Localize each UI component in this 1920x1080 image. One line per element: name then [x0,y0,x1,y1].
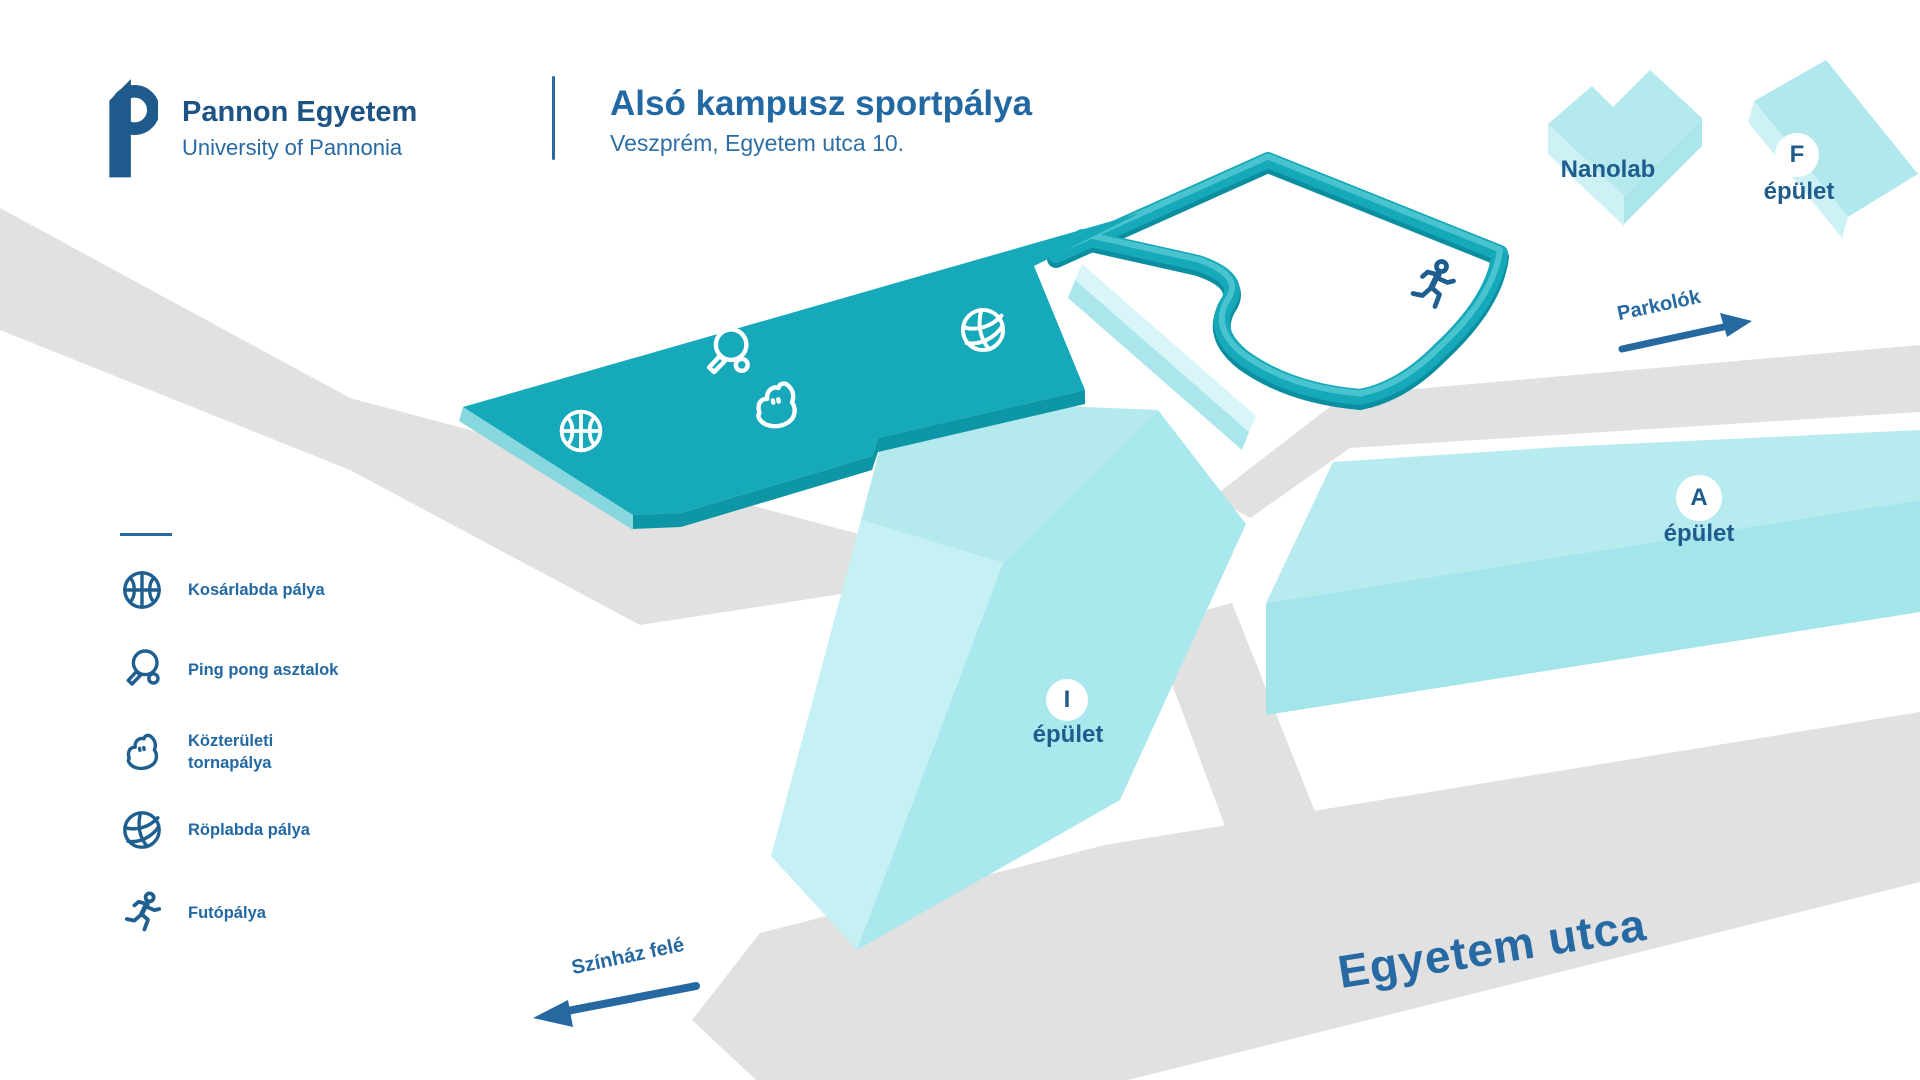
legend-item-label: Futópálya [188,903,266,922]
legend-divider [120,533,172,536]
runner-icon [1402,256,1462,316]
legend-item-label: Röplabda pálya [188,820,310,839]
pannon-p-logo-icon [109,79,158,178]
brand-subtitle: University of Pannonia [182,135,403,160]
runner-icon [118,889,166,937]
building-strip [1068,264,1256,450]
road-egyetem-utca [692,712,1920,1080]
muscle-icon [118,728,166,776]
page-title: Alsó kampusz sportpálya [610,84,1033,123]
f-building-badge: F [1775,133,1819,177]
i-building-label: épület [1032,721,1104,748]
sport-area [459,213,1140,530]
f-building-label: épület [1763,178,1835,205]
running-track [1047,152,1509,410]
building-a [1266,430,1920,715]
legend-label-line2: tornapálya [188,754,272,772]
legend-item-runner: Futópálya [118,889,266,937]
parking-arrow-icon [1618,313,1752,353]
brand-name: Pannon Egyetem [182,96,418,128]
header-divider [552,76,555,160]
building-i [771,399,1246,950]
legend-item-label: Ping pong asztalok [188,660,339,679]
basketball-icon [118,566,166,614]
volleyball-icon [118,806,166,854]
building-nanolab [1548,70,1702,226]
page-subtitle: Veszprém, Egyetem utca 10. [610,130,905,156]
nanolab-label: Nanolab [1560,156,1656,183]
road-parking [1213,345,1920,518]
building-f [1748,60,1918,238]
volleyball-icon [955,302,1011,358]
pingpong-icon [118,646,166,694]
legend-label-line1: Közterületi [188,731,274,750]
muscle-icon [745,374,807,436]
legend-item-muscle: Közterületi tornapálya [118,728,273,776]
a-building-badge: A [1676,475,1722,521]
legend-item-label: Kosárlabda pálya [188,580,325,599]
legend-item-label: Közterületi tornapálya [188,730,378,775]
legend-item-basketball: Kosárlabda pálya [118,566,325,614]
basketball-icon [554,404,608,458]
legend-item-volleyball: Röplabda pálya [118,806,310,854]
theater-arrow-icon [533,982,700,1027]
i-building-badge: I [1046,679,1088,721]
a-building-label: épület [1663,520,1735,547]
legend-item-pingpong: Ping pong asztalok [118,646,338,694]
